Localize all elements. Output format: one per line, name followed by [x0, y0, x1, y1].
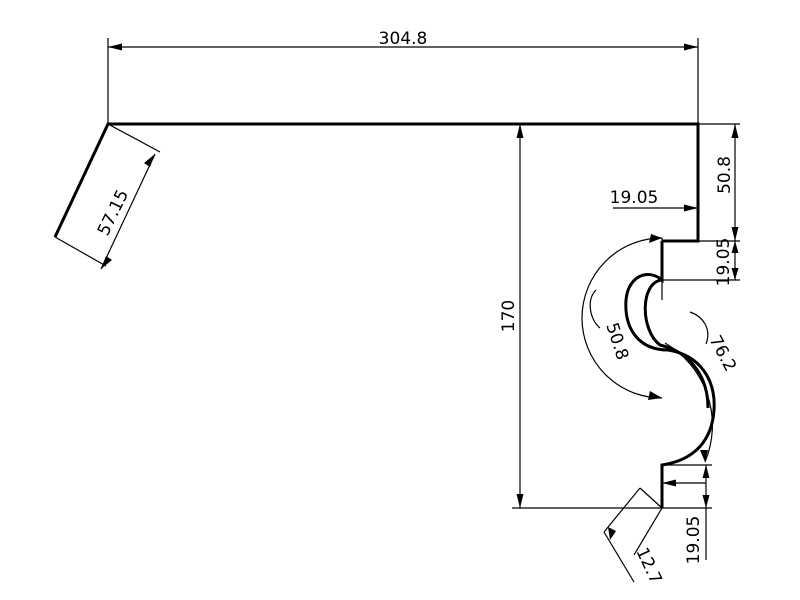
dim-bottom-lip-height: 19.05 [662, 464, 712, 565]
profile-outline [53, 122, 716, 508]
dim-overall-width: 304.8 [107, 29, 699, 124]
label-bottom-lip-width: 12.7 [631, 545, 665, 588]
label-arc-lower: 76.2 [705, 332, 740, 375]
label-arc-upper: 50.8 [601, 320, 632, 362]
label-step-height: 19.05 [714, 238, 734, 287]
dim-left-flange: 57.15 [54, 123, 161, 270]
dim-step-height: 19.05 [662, 238, 740, 287]
top-edge [53, 122, 700, 243]
dim-bottom-lip-width: 12.7 [603, 487, 666, 588]
s-curve-inner [643, 278, 710, 409]
label-overall-width: 304.8 [379, 29, 428, 49]
dim-arc-upper: 50.8 [581, 234, 663, 400]
label-bottom-lip-height: 19.05 [684, 516, 704, 565]
dim-top-height: 50.8 [698, 123, 740, 242]
dim-step-width: 19.05 [610, 188, 698, 300]
label-top-height: 50.8 [715, 156, 735, 194]
dim-total-height: 170 [499, 124, 712, 509]
label-step-width: 19.05 [610, 188, 659, 208]
s-curve-profile [624, 241, 716, 508]
dim-arc-lower: 76.2 [664, 311, 740, 463]
label-total-height: 170 [499, 300, 519, 332]
